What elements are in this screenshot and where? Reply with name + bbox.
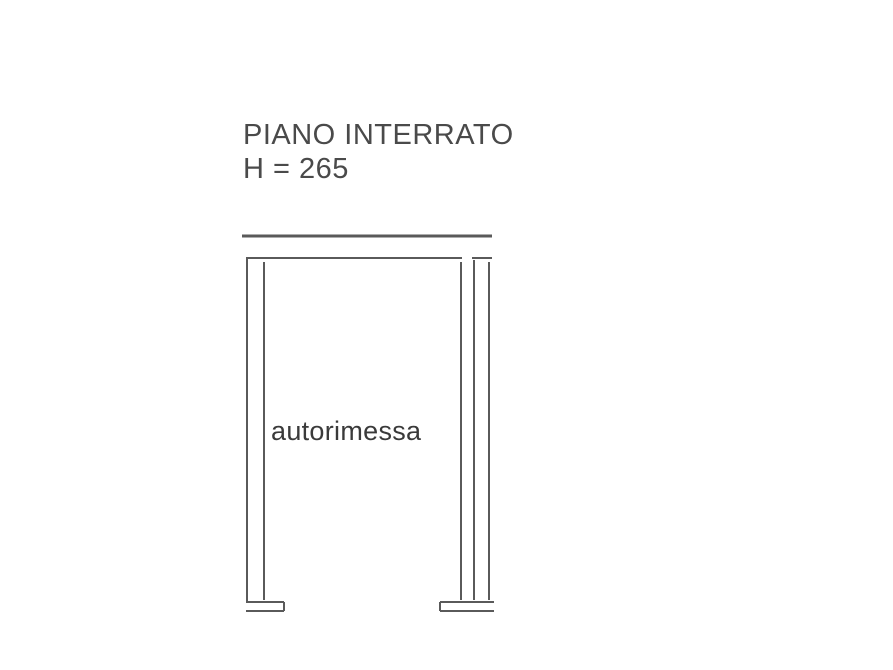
level-name: PIANO INTERRATO bbox=[243, 119, 514, 151]
wall-lines bbox=[242, 234, 494, 612]
ceiling-height-note: H = 265 bbox=[243, 153, 349, 185]
floor-title-block: PIANO INTERRATO H = 265 bbox=[243, 118, 514, 186]
room-label-garage: autorimessa bbox=[271, 416, 422, 446]
